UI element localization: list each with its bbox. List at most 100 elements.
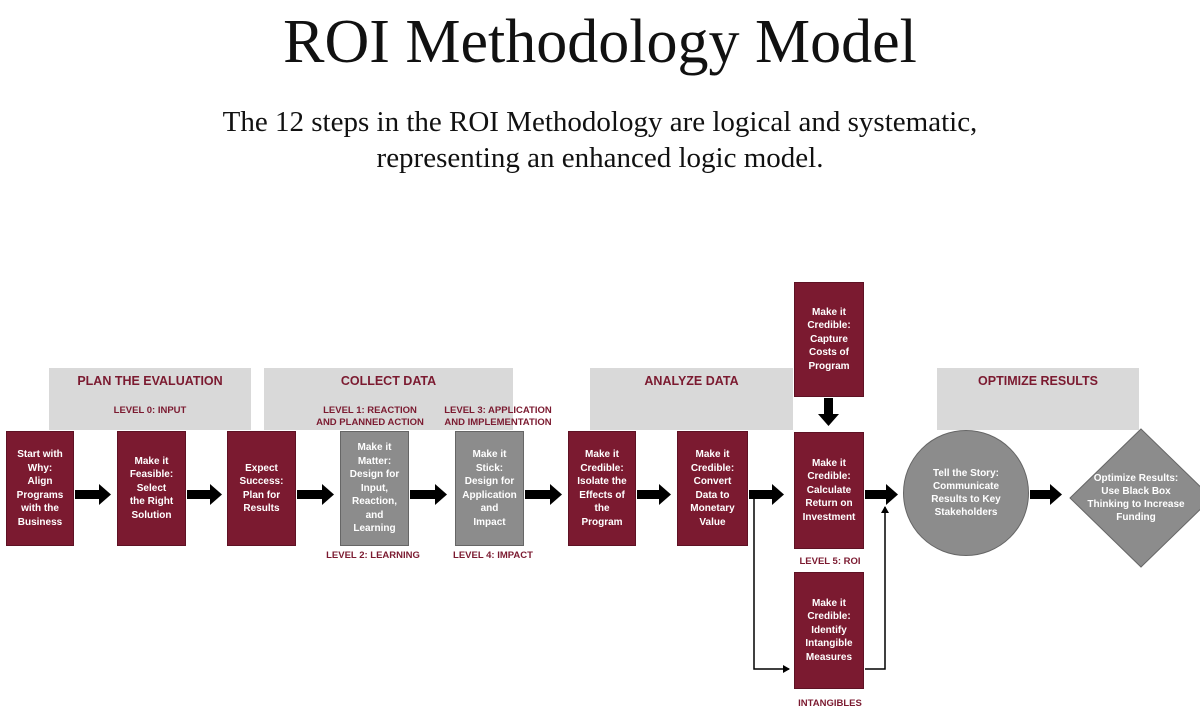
level-5-label: LEVEL 5: ROI (799, 556, 861, 567)
level-1-line-1: LEVEL 1: REACTION (323, 405, 417, 416)
step-line: Effects of (579, 489, 625, 501)
step-line: Input, (360, 482, 389, 494)
step-isolate-effects: Make it Credible: Isolate the Effects of… (568, 431, 636, 546)
step-line: Value (699, 516, 726, 528)
level-3-line-1: LEVEL 3: APPLICATION (444, 405, 552, 416)
arrow-feasible-to-expect (187, 484, 222, 505)
step-line: Make it (585, 449, 619, 460)
step-line: Make it (695, 449, 730, 460)
step-convert-data: Make it Credible: Convert Data to Moneta… (677, 431, 748, 546)
step-capture-costs: Make it Credible: Capture Costs of Progr… (794, 282, 864, 397)
arrow-story-to-optimize (1030, 484, 1062, 505)
arrow-costs-to-roi (818, 398, 839, 426)
level-0-label: LEVEL 0: INPUT (113, 405, 187, 416)
arrow-expect-to-matter (297, 484, 334, 505)
phase-label-plan: PLAN THE EVALUATION (77, 374, 223, 388)
step-line: and (480, 503, 499, 514)
subtitle-line-1: The 12 steps in the ROI Methodology are … (222, 106, 978, 138)
connector-to-intangibles (753, 495, 790, 673)
step-line: Design for (349, 469, 400, 481)
step-line: Results to Key (931, 494, 1001, 505)
step-line: Design for (464, 476, 515, 487)
step-make-it-stick: Make it Stick: Design for Application an… (455, 431, 524, 546)
step-tell-the-story: Tell the Story: Communicate Results to K… (903, 430, 1029, 556)
level-2-label: LEVEL 2: LEARNING (326, 550, 420, 561)
arrow-isolate-to-convert (637, 484, 671, 505)
step-line: with the (21, 503, 59, 514)
phase-band-optimize (937, 368, 1139, 430)
step-line: Funding (1116, 512, 1156, 523)
step-identify-intangibles: Make it Credible: Identify Intangible Me… (794, 572, 864, 689)
step-line: Plan for (242, 489, 281, 501)
phase-band-analyze (590, 368, 793, 430)
step-line: Costs of (809, 347, 849, 359)
page-subtitle: The 12 steps in the ROI Methodology are … (0, 104, 1200, 176)
step-line: Programs (16, 489, 64, 501)
step-line: Make it (134, 455, 169, 467)
step-line: Make it (357, 442, 392, 454)
level-4-label: LEVEL 4: IMPACT (453, 550, 533, 561)
step-line: Stakeholders (934, 507, 998, 518)
phase-label-optimize: OPTIMIZE RESULTS (978, 374, 1098, 388)
step-line: Results (243, 503, 280, 514)
step-line: Communicate (932, 481, 1000, 492)
step-make-it-matter: Make it Matter: Design for Input, Reacti… (340, 431, 409, 546)
step-line: Monetary (690, 503, 735, 514)
step-line: and (365, 509, 384, 521)
step-line: Credible: (580, 462, 624, 474)
step-line: Application (462, 489, 517, 501)
arrow-stick-to-isolate (525, 484, 562, 505)
step-line: Expect (245, 462, 278, 474)
step-line: Start with (17, 449, 63, 460)
step-line: Investment (802, 511, 856, 523)
step-line: Align (27, 476, 53, 487)
step-expect-success: Expect Success: Plan for Results (227, 431, 296, 546)
arrow-roi-to-story (865, 484, 898, 505)
step-line: Why: (27, 462, 53, 474)
step-line: the (594, 503, 610, 514)
step-line: Success: (239, 476, 284, 487)
page-title: ROI Methodology Model (283, 8, 917, 76)
step-line: Credible: (807, 320, 851, 332)
step-line: Use Black Box (1101, 486, 1171, 497)
step-line: Select (136, 482, 167, 494)
step-line: Reaction, (351, 496, 397, 508)
step-line: Learning (353, 523, 396, 535)
step-line: Capture (810, 333, 848, 345)
step-calculate-roi: Make it Credible: Calculate Return on In… (794, 432, 864, 549)
step-line: the Right (129, 496, 174, 508)
level-3-line-2: AND IMPLEMENTATION (444, 417, 552, 428)
step-make-it-feasible: Make it Feasible: Select the Right Solut… (117, 431, 186, 546)
step-line: Solution (131, 509, 172, 521)
phase-label-analyze: ANALYZE DATA (644, 374, 739, 388)
connector-from-intangibles (865, 506, 889, 670)
step-optimize-results: Optimize Results: Use Black Box Thinking… (1074, 472, 1198, 524)
step-line: Intangible (805, 638, 853, 650)
level-1-line-2: AND PLANNED ACTION (316, 417, 424, 428)
step-line: Tell the Story: (933, 468, 999, 479)
step-line: Credible: (807, 611, 851, 623)
optimize-diamond-shape (1069, 428, 1200, 568)
step-line: Make it (812, 597, 846, 609)
step-line: Return on (805, 498, 853, 510)
step-line: Calculate (806, 484, 852, 496)
step-line: Matter: (357, 455, 392, 467)
step-line: Stick: (475, 462, 504, 474)
step-line: Business (17, 516, 63, 528)
step-line: Program (581, 516, 623, 528)
step-line: Identify (811, 624, 847, 636)
intangibles-label: INTANGIBLES (798, 698, 862, 709)
subtitle-line-2: representing an enhanced logic model. (376, 142, 824, 174)
arrow-convert-to-roi (749, 484, 784, 505)
arrow-start-to-feasible (75, 484, 111, 505)
arrow-matter-to-stick (410, 484, 447, 505)
step-line: Credible: (807, 471, 851, 483)
step-line: Make it (812, 306, 846, 318)
step-line: Measures (805, 651, 853, 663)
step-line: Credible: (690, 462, 735, 474)
level-3-label: LEVEL 3: APPLICATION AND IMPLEMENTATION (430, 405, 566, 429)
phase-band-plan (49, 368, 251, 430)
step-line: Thinking to Increase (1087, 499, 1185, 510)
step-line: Impact (473, 516, 506, 528)
